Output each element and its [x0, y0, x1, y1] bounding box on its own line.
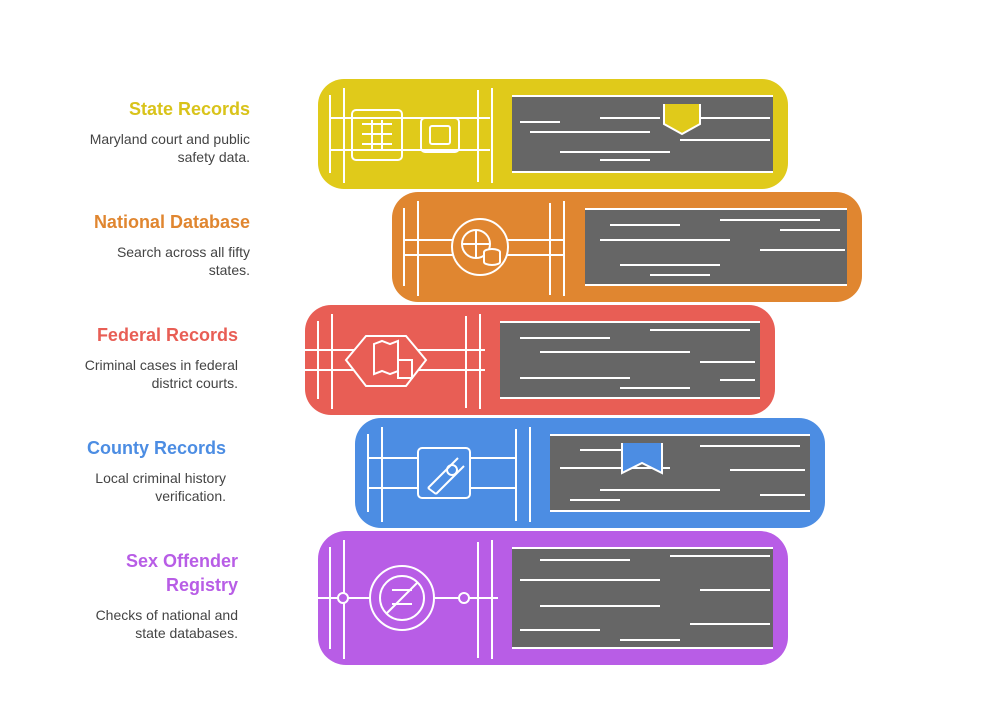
- county-records-description: Local criminal history verification.: [95, 470, 226, 504]
- book-national-database: [392, 192, 862, 302]
- sex-offender-registry-description: Checks of national and state databases.: [95, 607, 238, 641]
- national-database-description: Search across all fifty states.: [116, 244, 250, 278]
- state-records-title: State Records: [128, 99, 250, 119]
- label-sex-offender-registry: Sex Offender Registry Checks of national…: [28, 549, 238, 642]
- label-national-database: National Database Search across all fift…: [40, 210, 250, 279]
- national-database-title: National Database: [93, 212, 250, 232]
- certificate-scroll-icon: [417, 447, 471, 499]
- no-handcuffs-icon: [369, 565, 435, 631]
- federal-records-description: Criminal cases in federal district court…: [84, 357, 238, 391]
- globe-database-icon: [451, 218, 509, 276]
- book-state-records: [318, 79, 788, 189]
- book-county-records: [355, 418, 825, 528]
- state-records-description: Maryland court and public safety data.: [89, 131, 250, 165]
- map-document-icon: [344, 335, 428, 387]
- label-federal-records: Federal Records Criminal cases in federa…: [28, 323, 238, 392]
- county-records-title: County Records: [86, 438, 226, 458]
- sim-card-and-usb-icon: [351, 109, 460, 161]
- federal-records-title: Federal Records: [96, 325, 238, 345]
- book-federal-records: [305, 305, 775, 415]
- label-state-records: State Records Maryland court and public …: [40, 97, 250, 166]
- sex-offender-registry-title: Sex Offender Registry: [125, 551, 238, 595]
- book-sex-offender-registry: [318, 531, 788, 665]
- label-county-records: County Records Local criminal history ve…: [16, 436, 226, 505]
